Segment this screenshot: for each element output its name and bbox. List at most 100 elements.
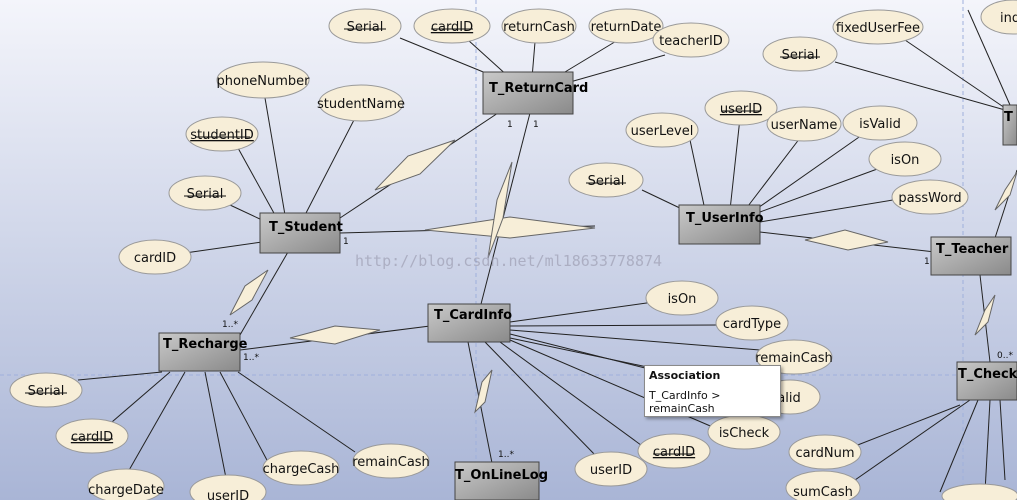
- attr-label: isCheck: [719, 426, 770, 441]
- entity-partial-right[interactable]: [1002, 104, 1017, 146]
- attr-label: userLevel: [631, 124, 694, 139]
- attr-label: chargeCash: [263, 462, 340, 477]
- cardinfo-onlinelog-diamond[interactable]: [474, 369, 493, 414]
- cardinfo-recharge-diamond[interactable]: [289, 325, 381, 345]
- entity-onlinelog[interactable]: [454, 461, 540, 500]
- attr-student-serial[interactable]: [168, 175, 242, 211]
- attr-userinfo-isvalid[interactable]: [842, 105, 918, 141]
- attr-checkout-sumcash[interactable]: [785, 470, 861, 500]
- attr-label: isOn: [891, 153, 920, 168]
- multiplicity: 1..*: [498, 450, 514, 460]
- attr-cardinfo-ison[interactable]: [645, 280, 719, 316]
- entity-label-fragment: T: [1004, 110, 1013, 125]
- entity-label: T_OnLineLog: [455, 468, 548, 483]
- entity-recharge[interactable]: [158, 332, 241, 372]
- entity-boxes: T_ReturnCard T_Student T_UserInfo T_Teac…: [158, 71, 1017, 500]
- attr-label: Serial: [588, 174, 625, 189]
- relationship-diamonds: [229, 139, 1017, 414]
- entity-userinfo[interactable]: [678, 204, 761, 245]
- entity-returncard[interactable]: [482, 71, 574, 115]
- attr-label: studentName: [317, 97, 405, 112]
- entity-teacher[interactable]: [930, 236, 1012, 276]
- multiplicity: 1..*: [243, 353, 259, 363]
- student-userinfo-diamond[interactable]: [424, 216, 596, 239]
- attr-label: chargeDate: [88, 483, 164, 498]
- teacher-checkout-diamond[interactable]: [974, 294, 996, 336]
- attr-label: Serial: [28, 384, 65, 399]
- attr-recharge-serial[interactable]: [9, 372, 83, 408]
- attr-cardinfo-cardtype[interactable]: [715, 305, 789, 341]
- multiplicity: 1: [533, 120, 539, 130]
- attr-returncard-cardid[interactable]: [413, 8, 491, 44]
- attr-cardinfo-userid[interactable]: [574, 451, 648, 487]
- attr-label: isValid: [859, 117, 901, 132]
- attr-label: cardID: [653, 445, 695, 460]
- attr-label: cardID: [431, 20, 473, 35]
- entity-label: T_Teacher: [936, 242, 1009, 257]
- attr-label: sumCash: [793, 485, 853, 500]
- entity-label: T_CardInfo: [434, 308, 512, 323]
- attr-teacher-ind[interactable]: [980, 0, 1017, 35]
- attr-label: alid: [777, 391, 800, 406]
- attr-student-phonenumber[interactable]: [216, 61, 310, 99]
- attr-userinfo-password[interactable]: [891, 179, 969, 215]
- attr-label: returnCash: [503, 20, 575, 35]
- attr-recharge-userid[interactable]: [189, 474, 267, 500]
- connector-lines: [77, 9, 1017, 493]
- student-recharge-diamond[interactable]: [229, 269, 269, 316]
- entity-student[interactable]: [259, 212, 341, 254]
- tooltip-detail: T_CardInfo > remainCash: [649, 389, 721, 415]
- attr-label: remainCash: [755, 351, 833, 366]
- attr-label: passWord: [898, 191, 961, 206]
- attr-userinfo-username[interactable]: [766, 106, 842, 142]
- attr-label: cardNum: [795, 446, 854, 461]
- entity-label: T_ReturnCard: [489, 81, 588, 96]
- multiplicity: 1: [924, 257, 930, 267]
- returncard-cardinfo-diamond[interactable]: [487, 161, 513, 259]
- attr-recharge-chargedate[interactable]: [87, 468, 165, 500]
- attr-returncard-returndate[interactable]: [588, 8, 664, 44]
- teacher-attr-diamond[interactable]: [994, 171, 1017, 211]
- attr-label: Serial: [782, 48, 819, 63]
- attr-returncard-teacherid[interactable]: [652, 22, 730, 58]
- attr-teacher-fixeduserfee[interactable]: [832, 9, 924, 45]
- attr-returncard-serial[interactable]: [328, 8, 402, 44]
- attr-recharge-chargecash[interactable]: [262, 450, 340, 486]
- attr-student-cardid[interactable]: [118, 239, 192, 275]
- entity-label: T_UserInfo: [686, 211, 764, 226]
- attr-checkout-cardnum[interactable]: [788, 434, 862, 470]
- attr-checkout-partial[interactable]: [941, 483, 1017, 500]
- attr-label: userID: [590, 463, 632, 478]
- attribute-ellipses: Serial cardID returnCash returnDate teac…: [9, 0, 1017, 500]
- attr-userinfo-serial[interactable]: [568, 162, 644, 198]
- attr-label: cardID: [134, 251, 176, 266]
- entity-label: T_Recharge: [163, 337, 248, 352]
- userinfo-teacher-diamond[interactable]: [804, 229, 889, 251]
- attr-userinfo-userid[interactable]: [704, 90, 778, 126]
- attr-label: Serial: [187, 187, 224, 202]
- attr-label: returnDate: [591, 20, 662, 35]
- attr-label: cardID: [71, 430, 113, 445]
- multiplicity: 1..*: [222, 320, 238, 330]
- attr-returncard-returncash[interactable]: [501, 8, 577, 44]
- student-returncard-diamond[interactable]: [374, 139, 456, 191]
- attr-label: teacherID: [659, 34, 723, 49]
- attr-userinfo-userlevel[interactable]: [625, 112, 699, 148]
- attr-student-studentname[interactable]: [318, 84, 404, 122]
- attr-cardinfo-cardid[interactable]: [637, 433, 711, 469]
- entity-cardinfo[interactable]: [427, 303, 511, 343]
- multiplicity: 0..*: [997, 351, 1013, 361]
- attr-recharge-remaincash[interactable]: [352, 443, 430, 479]
- entity-checkout[interactable]: [956, 361, 1017, 401]
- attr-student-studentid[interactable]: [185, 116, 259, 152]
- attr-recharge-cardid[interactable]: [55, 418, 129, 454]
- attr-teacher-serial[interactable]: [762, 36, 838, 72]
- multiplicity: 1: [507, 120, 513, 130]
- association-tooltip: Association T_CardInfo > remainCash: [644, 365, 781, 417]
- attr-label: ind: [1000, 11, 1017, 26]
- attr-userinfo-ison[interactable]: [868, 141, 942, 177]
- attr-label: phoneNumber: [217, 74, 311, 89]
- watermark-text: http://blog.csdn.net/ml18633778874: [355, 252, 662, 270]
